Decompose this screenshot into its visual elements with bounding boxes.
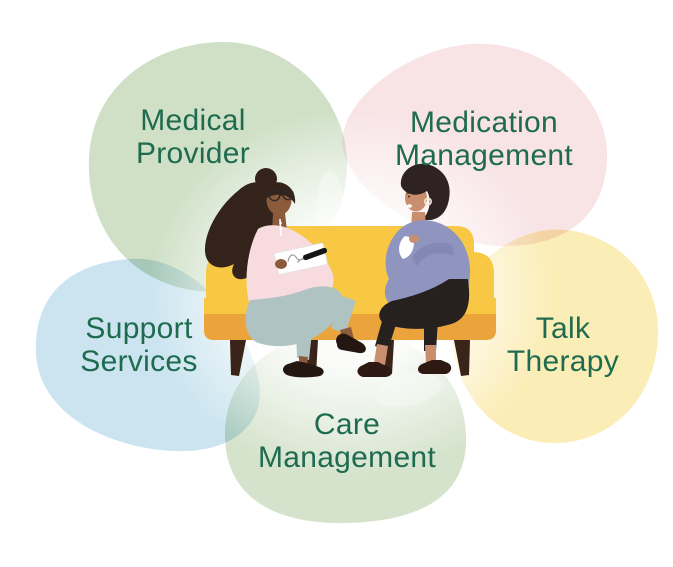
label-line: Support — [85, 312, 193, 345]
glasses — [266, 188, 294, 202]
client-hand — [409, 235, 419, 243]
therapist-shin — [296, 330, 312, 360]
client-pants — [379, 279, 470, 329]
couch-leg — [230, 340, 246, 376]
therapist-pants — [245, 286, 343, 347]
label-line: Medical — [140, 104, 246, 137]
therapist-crossed-shin — [331, 296, 356, 334]
client-eye — [408, 195, 410, 198]
therapist-shoe — [282, 361, 324, 378]
therapist-collar-placket — [279, 218, 282, 237]
therapist-hand — [275, 259, 287, 269]
client-ankle — [425, 345, 436, 363]
client-hair-bob — [400, 163, 450, 220]
client-shoe — [357, 362, 392, 377]
client-mouth — [406, 204, 413, 208]
label-line: Provider — [135, 137, 251, 170]
label-line: Care — [313, 408, 381, 441]
client-shoe — [417, 360, 452, 374]
label-line: Therapy — [506, 345, 620, 378]
label-line: Management — [257, 441, 437, 474]
label-line: Medication — [409, 106, 559, 139]
label-medical-provider: Medical Provider — [63, 104, 323, 170]
label-support-services: Support Services — [9, 312, 269, 378]
couch-leg — [454, 340, 470, 376]
client-shin — [424, 320, 438, 351]
client-forearm — [412, 242, 454, 266]
therapist-shoe-dangling — [336, 333, 366, 354]
label-medication-management: Medication Management — [354, 106, 614, 172]
label-talk-therapy: Talk Therapy — [433, 312, 673, 378]
tissue — [399, 236, 414, 259]
therapist-figure — [204, 168, 366, 378]
earring — [423, 197, 432, 206]
client-ankle — [374, 344, 388, 365]
collar-button — [279, 221, 282, 225]
label-line: Services — [80, 345, 198, 378]
label-line: Talk — [535, 312, 591, 345]
client-figure — [357, 163, 470, 377]
pen — [303, 247, 328, 261]
label-care-management: Care Management — [217, 408, 477, 474]
label-line: Management — [394, 139, 574, 172]
client-shin — [375, 314, 398, 350]
collar-button — [279, 227, 283, 231]
